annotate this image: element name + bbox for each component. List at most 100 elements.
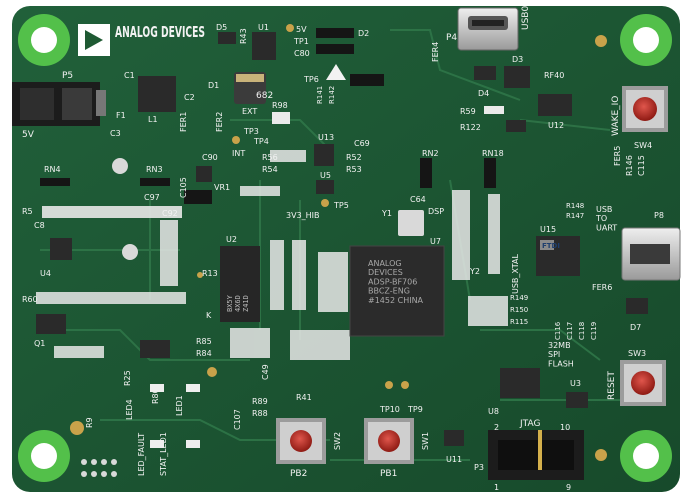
power-jack-p5 <box>12 82 106 126</box>
c116-label: C116 <box>554 321 562 340</box>
y1-label: Y1 <box>381 209 392 218</box>
u8-label: U8 <box>488 407 499 416</box>
q1-label: Q1 <box>34 339 45 348</box>
p8-label: P8 <box>654 211 664 220</box>
u3-label: U3 <box>570 379 581 388</box>
c3-label: C3 <box>110 129 121 138</box>
c115-label: C115 <box>637 155 646 176</box>
int-label: INT <box>232 149 245 158</box>
r53-label: R53 <box>346 165 362 174</box>
usb0-connector <box>457 7 519 51</box>
r89-label: R89 <box>252 397 268 406</box>
c64-label: C64 <box>410 195 426 204</box>
jtag-pin2-label: 2 <box>494 423 499 432</box>
led-indicators <box>150 384 200 448</box>
rn18-label: RN18 <box>482 149 504 158</box>
tp3-label: TP3 <box>243 127 259 136</box>
f1-label: F1 <box>116 111 126 120</box>
tp4-label: TP4 <box>253 137 269 146</box>
r148-label: R148 <box>566 202 584 210</box>
sw2-label: SW2 <box>333 432 342 450</box>
mount-hole-bottom-left <box>18 430 70 482</box>
r84-label: R84 <box>196 349 212 358</box>
pb1-button[interactable] <box>364 418 414 464</box>
d4-label: D4 <box>478 89 489 98</box>
wake-io-button[interactable] <box>622 86 668 132</box>
r25-label: R25 <box>123 370 132 386</box>
r54-label: R54 <box>262 165 278 174</box>
r122-label: R122 <box>460 123 481 132</box>
jtag-pin10-label: 10 <box>560 423 570 432</box>
u15-ftdi-chip <box>536 236 580 276</box>
p3-label: P3 <box>474 463 484 472</box>
tp6-label: TP6 <box>303 75 319 84</box>
mount-hole-top-right <box>620 14 672 66</box>
p4-label: P4 <box>446 33 457 43</box>
c8-label: C8 <box>34 221 45 230</box>
u11-label: U11 <box>446 455 462 464</box>
d3-label: D3 <box>512 55 523 64</box>
r85-label: R85 <box>196 337 212 346</box>
u4-label: U4 <box>40 269 51 278</box>
c49-label: C49 <box>261 364 270 380</box>
c107-label: C107 <box>233 409 242 430</box>
mount-hole-bottom-right <box>620 430 672 482</box>
r80-label: R80 <box>151 388 160 404</box>
usb-uart-connector <box>621 227 681 281</box>
u13-label: U13 <box>318 133 334 142</box>
r149-label: R149 <box>510 294 528 302</box>
c118-label: C118 <box>578 322 586 340</box>
c117-label: C117 <box>566 322 574 340</box>
pb2-button[interactable] <box>276 418 326 464</box>
c80-label: C80 <box>294 49 310 58</box>
tp6-warning-triangle <box>326 64 346 80</box>
left-passives <box>36 166 212 358</box>
vr1-label: VR1 <box>214 183 230 192</box>
c682-mark: 682 <box>256 91 273 101</box>
analog-devices-logo: ANALOG DEVICES <box>78 23 205 56</box>
sw4-label: SW4 <box>634 141 652 150</box>
r59-label: R59 <box>460 107 476 116</box>
r5-label: R5 <box>22 207 33 216</box>
tp5-label: TP5 <box>333 201 349 210</box>
fer4-label: FER4 <box>431 42 440 62</box>
usb-power-parts <box>474 66 572 132</box>
dsp-label: DSP <box>428 207 444 216</box>
fer2-label: FER2 <box>215 112 224 132</box>
mounting-holes <box>18 14 672 482</box>
r141-label: R141 <box>316 86 324 104</box>
rn3-label: RN3 <box>146 165 163 174</box>
c97-label: C97 <box>144 193 160 202</box>
d7-label: D7 <box>630 323 641 332</box>
r150-label: R150 <box>510 306 528 314</box>
d1-label: D1 <box>208 81 219 90</box>
fer1-label: FER1 <box>179 112 188 132</box>
r98-label: R98 <box>272 101 288 110</box>
r13-label: R13 <box>202 269 218 278</box>
rn2-label: RN2 <box>422 149 439 158</box>
vias <box>70 24 607 461</box>
usb0-label: USB0 <box>521 6 531 30</box>
5v-jack-label: 5V <box>22 130 35 140</box>
jtag-pin1-label: 1 <box>494 483 499 492</box>
r115-label: R115 <box>510 318 528 326</box>
brand-logo-text: ANALOG DEVICES <box>115 23 205 41</box>
rf40-label: RF40 <box>544 71 564 80</box>
reset-button[interactable] <box>620 360 666 406</box>
r43-label: R43 <box>239 28 248 44</box>
k-label: K <box>206 311 212 320</box>
pb2-label: PB2 <box>290 469 307 479</box>
r142-label: R142 <box>328 86 336 104</box>
sw3-label: SW3 <box>628 349 646 358</box>
jtag-label: JTAG <box>519 419 540 429</box>
r41-label: R41 <box>296 393 312 402</box>
tp1-label: TP1 <box>293 37 309 46</box>
led4-label: LED4 <box>125 399 134 420</box>
r52-label: R52 <box>346 153 362 162</box>
c69-label: C69 <box>354 139 370 148</box>
jtag-header <box>488 430 584 480</box>
